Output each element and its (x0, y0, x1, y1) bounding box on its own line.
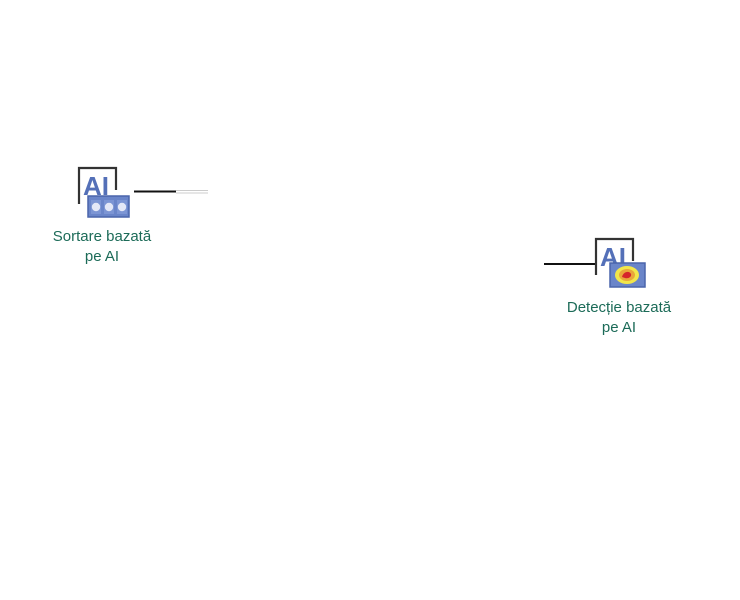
label-line: pe AI (84, 248, 120, 265)
ai-sorting-icon: AI (77, 166, 130, 218)
ai-detection-icon: AI (594, 237, 646, 288)
connector-line-sorting (134, 190, 208, 194)
connector-line-detection (544, 263, 595, 265)
label-line: pe AI (601, 319, 637, 336)
node-label-sorting: Sortare bazată pe AI (42, 227, 162, 267)
label-line: Sortare bazată (52, 228, 152, 245)
label-line: Detecție bazată (566, 299, 672, 316)
node-label-detection: Detecție bazată pe AI (559, 298, 679, 338)
